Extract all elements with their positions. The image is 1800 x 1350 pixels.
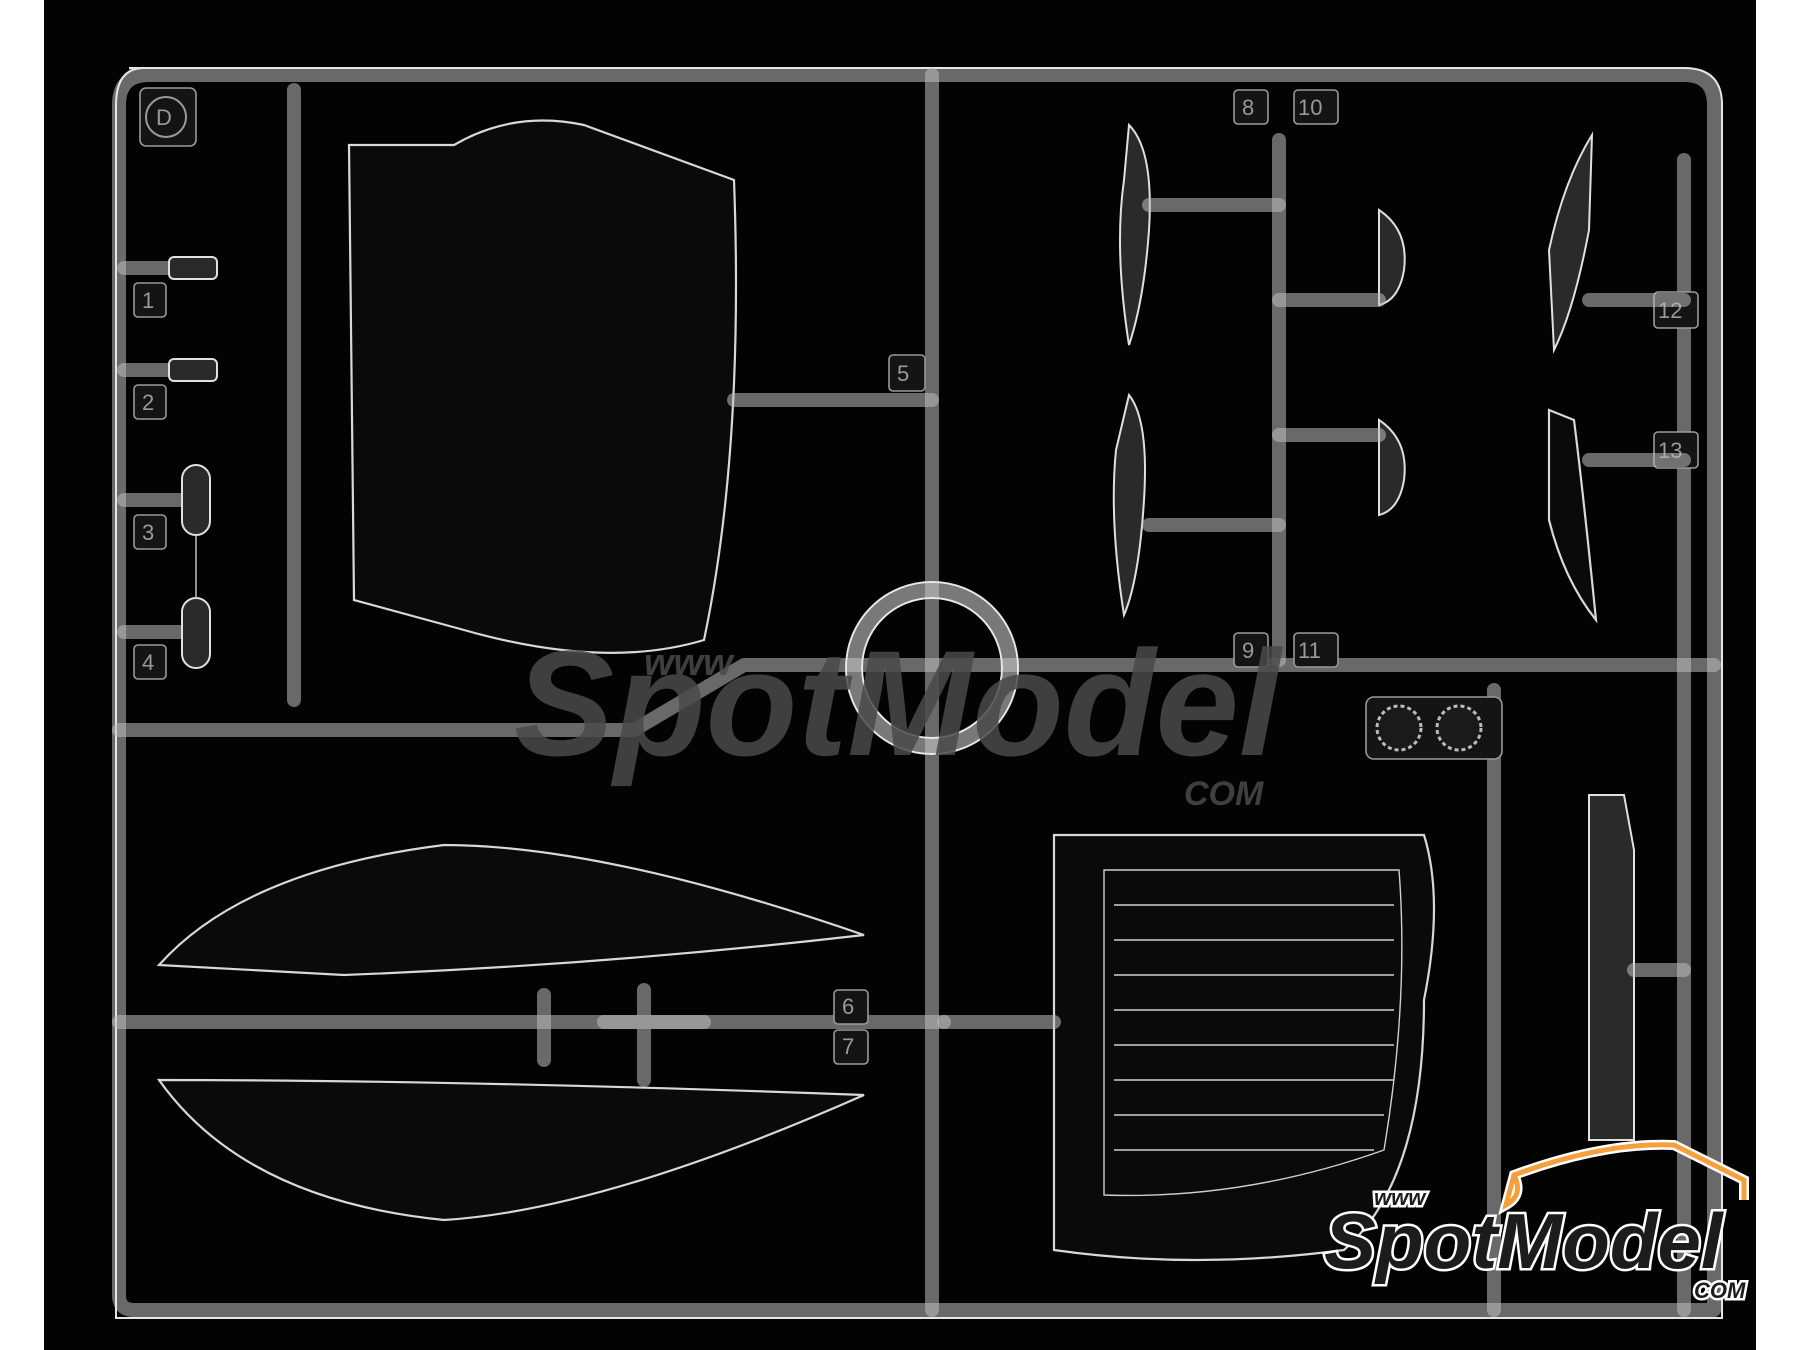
windshield-part bbox=[347, 119, 738, 654]
svg-text:www: www bbox=[1374, 1185, 1427, 1210]
side-window-parts-6-7 bbox=[156, 843, 865, 1222]
sprue-photo: D 1 2 3 4 5 6 7 8 9 10 11 12 13 bbox=[44, 0, 1756, 1350]
watermark: www SpotModel COM bbox=[514, 619, 1284, 813]
svg-text:10: 10 bbox=[1298, 95, 1322, 120]
small-parts-1-4 bbox=[117, 256, 218, 669]
svg-text:2: 2 bbox=[142, 390, 154, 415]
svg-text:4: 4 bbox=[142, 650, 154, 675]
svg-text:9: 9 bbox=[1242, 638, 1254, 663]
part-number-tags: 1 2 3 4 5 6 7 8 9 10 11 12 13 bbox=[133, 89, 1699, 1065]
svg-text:SpotModel: SpotModel bbox=[1324, 1197, 1724, 1285]
tall-clear-part bbox=[1588, 794, 1635, 1141]
light-lenses bbox=[1112, 122, 1406, 619]
svg-text:1: 1 bbox=[142, 288, 154, 313]
svg-text:11: 11 bbox=[1298, 638, 1321, 663]
svg-text:COM: COM bbox=[1694, 1278, 1746, 1303]
side-windows-12-13 bbox=[1547, 131, 1691, 624]
date-dial-parts bbox=[1365, 696, 1503, 760]
svg-text:SpotModel: SpotModel bbox=[514, 619, 1284, 787]
svg-text:3: 3 bbox=[142, 520, 154, 545]
spotmodel-logo: www SpotModel COM bbox=[1322, 1139, 1749, 1306]
svg-text:www: www bbox=[644, 642, 735, 684]
sprue-frame bbox=[112, 67, 1723, 1319]
sprue-letter-tag: D bbox=[139, 87, 197, 147]
svg-text:7: 7 bbox=[842, 1034, 854, 1059]
sprue-drawing: D 1 2 3 4 5 6 7 8 9 10 11 12 13 bbox=[112, 67, 1749, 1319]
svg-text:8: 8 bbox=[1242, 95, 1254, 120]
svg-text:5: 5 bbox=[897, 361, 909, 386]
rear-window-part bbox=[937, 833, 1436, 1262]
svg-text:COM: COM bbox=[1184, 775, 1264, 813]
svg-text:6: 6 bbox=[842, 994, 854, 1019]
svg-text:D: D bbox=[156, 105, 172, 130]
